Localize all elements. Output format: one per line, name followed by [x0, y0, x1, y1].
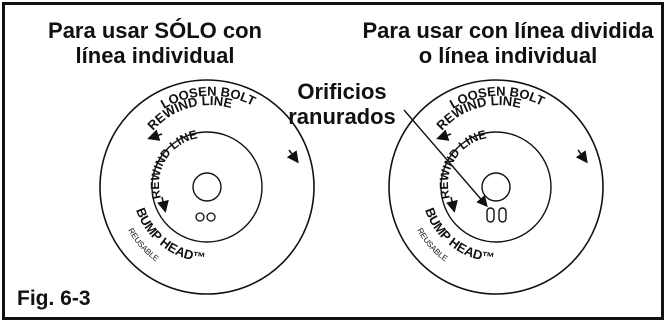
- right-rewind-arrow: [436, 129, 452, 141]
- callout-line-2: ranurados: [288, 104, 396, 129]
- left-inner-arrow: [157, 196, 169, 213]
- left-bump-head-label: BUMP HEAD™: [133, 205, 206, 264]
- right-bump-head-label: BUMP HEAD™: [422, 205, 495, 264]
- figure-frame: [2, 2, 664, 320]
- right-slotted-hole: [498, 207, 507, 223]
- left-rewind-arrow: [147, 129, 163, 141]
- left-bump-head: LOOSEN BOLT REWIND LINE REWIND LINE BUMP…: [99, 79, 315, 295]
- right-heading-line-2: o línea individual: [418, 43, 598, 68]
- left-rewind-line-outer-label: REWIND LINE: [144, 93, 234, 133]
- left-heading-line-1: Para usar SÓLO con: [48, 18, 262, 43]
- right-center-hub: [481, 172, 511, 202]
- callout-leader-arrow: [403, 109, 488, 208]
- right-inner-arrow: [446, 196, 458, 213]
- right-outer-ring: [388, 79, 604, 295]
- left-round-hole: [195, 212, 205, 222]
- left-heading: Para usar SÓLO con línea individual: [20, 18, 290, 68]
- right-loosen-arrow: [575, 149, 588, 164]
- left-center-hub: [192, 172, 222, 202]
- right-heading-line-1: Para usar con línea dividida: [362, 18, 654, 43]
- left-outer-ring: [99, 79, 315, 295]
- slotted-holes-callout: Orificios ranurados: [282, 79, 402, 129]
- right-slotted-hole: [486, 207, 495, 223]
- callout-line-1: Orificios: [297, 79, 387, 104]
- left-round-hole: [206, 212, 216, 222]
- figure-label: Fig. 6-3: [17, 287, 91, 310]
- left-rewind-line-inner-label: REWIND LINE: [148, 127, 199, 200]
- right-rewind-line-inner-label: REWIND LINE: [437, 127, 488, 200]
- right-rewind-line-outer-label: REWIND LINE: [433, 93, 523, 133]
- left-loosen-arrow: [286, 149, 299, 164]
- right-heading: Para usar con línea dividida o línea ind…: [343, 18, 670, 68]
- right-inner-ring: [440, 131, 552, 243]
- left-inner-ring: [151, 131, 263, 243]
- right-bump-head: LOOSEN BOLT REWIND LINE REWIND LINE BUMP…: [388, 79, 604, 295]
- left-heading-line-2: línea individual: [75, 43, 235, 68]
